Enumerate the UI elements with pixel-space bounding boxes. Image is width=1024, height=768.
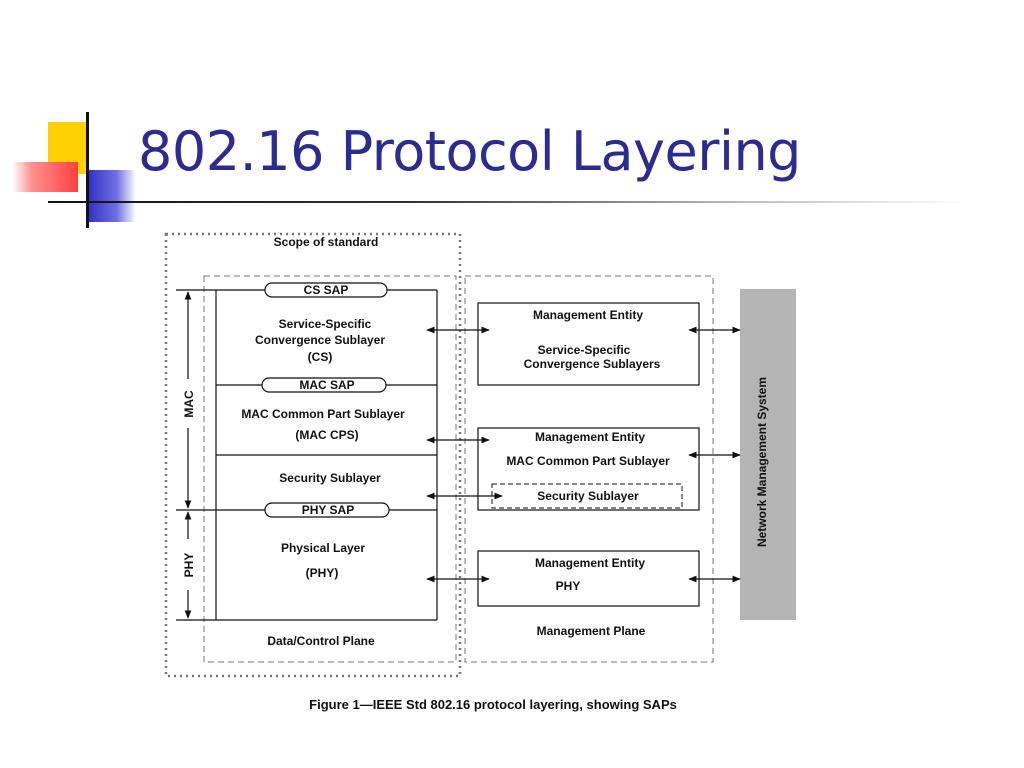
mgmt-mac-line-3: Security Sublayer (537, 489, 639, 503)
scope-box (164, 232, 462, 678)
cs-layer-line-2: Convergence Sublayer (255, 333, 385, 347)
mac-cps-line-2: (MAC CPS) (295, 428, 358, 442)
data-plane-label: Data/Control Plane (267, 634, 375, 648)
mgmt-cs-line-1: Management Entity (533, 308, 643, 322)
figure-caption: Figure 1—IEEE Std 802.16 protocol layeri… (309, 697, 677, 712)
title-underline (48, 201, 968, 203)
phy-sap-pill (264, 502, 390, 518)
mgmt-phy-box (477, 550, 700, 607)
mgmt-cs-box (477, 302, 700, 386)
mac-bracket-label: MAC (182, 390, 196, 418)
phy-layer-line-1: Physical Layer (281, 541, 365, 555)
nms-box (740, 289, 796, 620)
cs-sap-label: CS SAP (304, 283, 349, 297)
phy-bracket-label: PHY (182, 553, 196, 578)
corner-vertical-line (86, 112, 89, 228)
cs-layer-line-3: (CS) (308, 350, 333, 364)
phy-layer-line-2: (PHY) (306, 566, 339, 580)
mgmt-phy-line-1: Management Entity (535, 556, 645, 570)
management-plane-box (464, 275, 714, 663)
cs-sap-pill (264, 282, 388, 298)
mgmt-phy-line-2: PHY (556, 579, 581, 593)
mgmt-mac-line-2: MAC Common Part Sublayer (506, 454, 670, 468)
data-plane-box (203, 275, 457, 663)
mgmt-plane-label: Management Plane (537, 624, 646, 638)
mgmt-mac-line-1: Management Entity (535, 430, 645, 444)
mac-sap-pill (261, 377, 387, 393)
mac-sap-label: MAC SAP (299, 378, 354, 392)
corner-blue-square (88, 170, 136, 222)
scope-label: Scope of standard (274, 235, 379, 249)
phy-sap-label: PHY SAP (302, 503, 354, 517)
mgmt-cs-line-3: Convergence Sublayers (524, 357, 661, 371)
security-layer-label: Security Sublayer (279, 471, 381, 485)
mac-cps-line-1: MAC Common Part Sublayer (241, 407, 405, 421)
corner-red-bar (12, 162, 78, 192)
mgmt-cs-line-2: Service-Specific (538, 343, 631, 357)
mgmt-security-box (491, 483, 683, 509)
slide-title: 802.16 Protocol Layering (138, 120, 801, 183)
cs-layer-line-1: Service-Specific (279, 317, 372, 331)
nms-label: Network Management System (755, 377, 769, 547)
